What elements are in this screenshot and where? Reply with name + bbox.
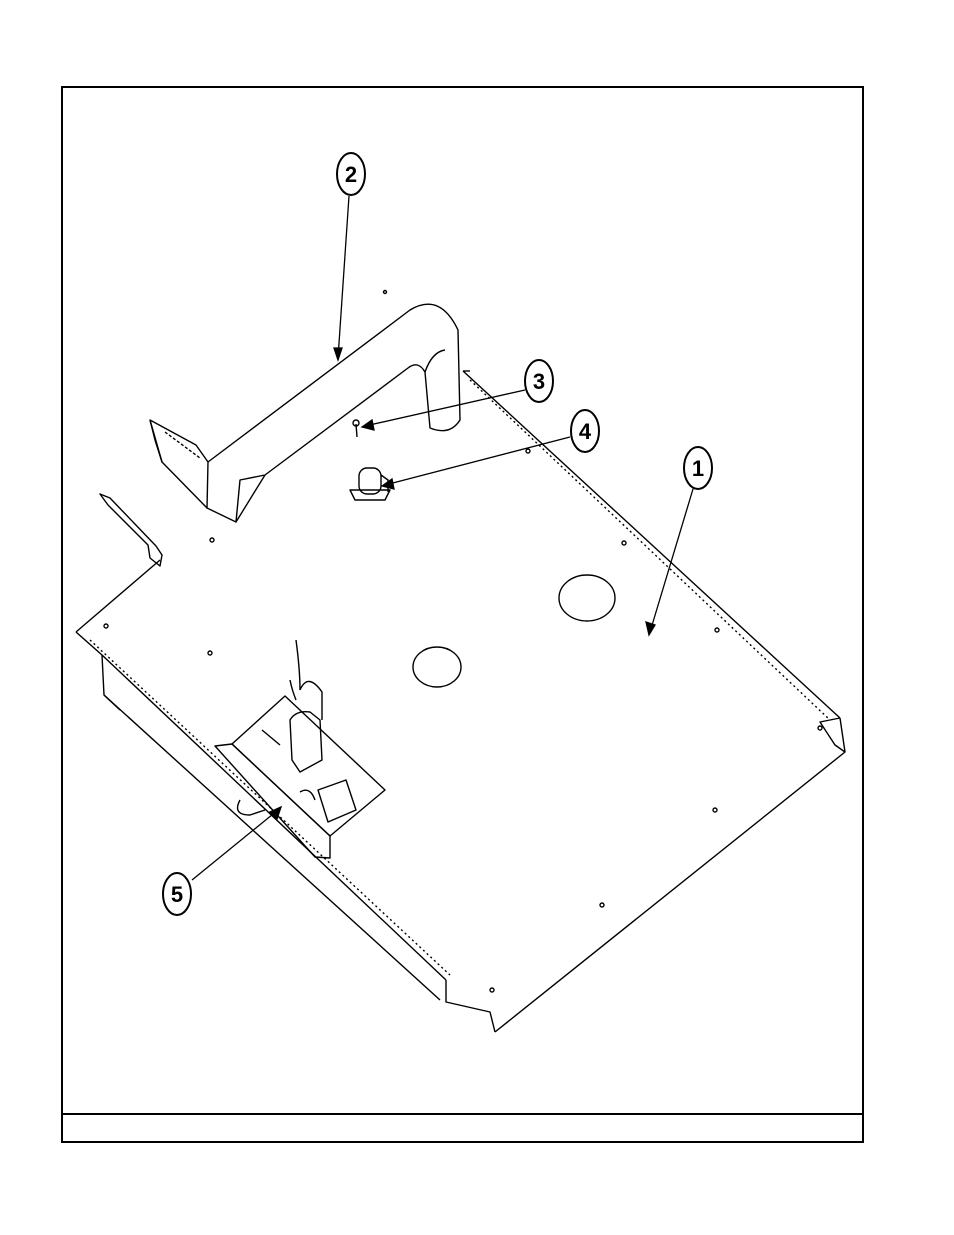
switch-assembly-part xyxy=(215,640,385,858)
callout-balloon-3: 3 xyxy=(525,360,553,402)
callout-balloon-1: 1 xyxy=(684,447,712,489)
callout-label-2: 2 xyxy=(345,162,357,187)
callout-balloon-2: 2 xyxy=(337,153,365,195)
callout-balloon-4: 4 xyxy=(571,410,599,452)
callout-balloon-5: 5 xyxy=(163,873,191,915)
base-plate-part xyxy=(76,291,845,1033)
arrowhead-2 xyxy=(334,348,342,360)
arrowhead-1 xyxy=(646,622,655,635)
leader-line-5 xyxy=(192,810,278,880)
pin-part xyxy=(353,420,359,437)
callout-label-3: 3 xyxy=(533,369,545,394)
callout-label-4: 4 xyxy=(579,419,592,444)
callout-label-1: 1 xyxy=(692,456,704,481)
leader-line-2 xyxy=(338,196,349,358)
bracket-part xyxy=(100,494,162,566)
air-duct-part xyxy=(150,304,460,522)
arrowhead-3 xyxy=(362,420,374,430)
leader-line-1 xyxy=(650,489,693,632)
leader-line-4 xyxy=(385,437,570,485)
callout-label-5: 5 xyxy=(171,882,183,907)
leader-line-3 xyxy=(365,390,525,426)
